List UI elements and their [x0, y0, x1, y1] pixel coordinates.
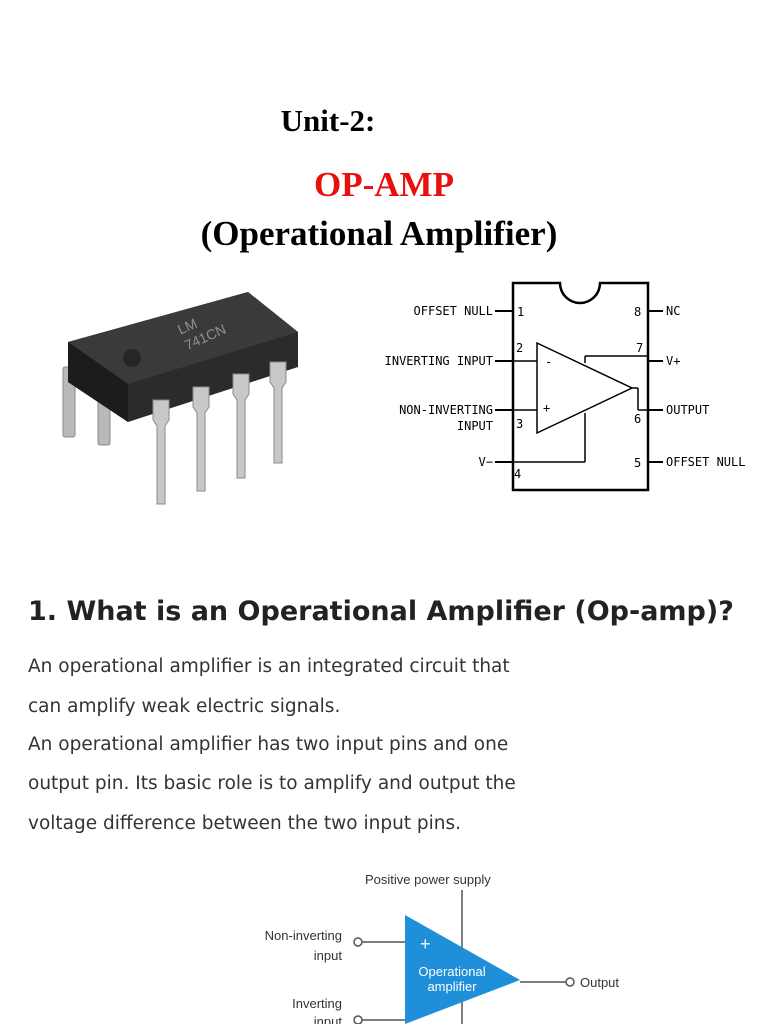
paragraph-line: output pin. Its basic role is to amplify…	[28, 773, 516, 794]
opamp-triangle	[536, 341, 634, 435]
pin-number: 3	[516, 417, 523, 431]
pin-label: OFFSET NULL	[666, 455, 745, 469]
output-label: Output	[580, 975, 619, 990]
topic-title: OP-AMP	[314, 165, 454, 204]
opamp-symbol-triangle	[405, 915, 520, 1024]
center-label: Operational	[418, 964, 485, 979]
input-terminal	[353, 937, 363, 947]
noninverting-label: Non-inverting	[265, 928, 342, 943]
pin-number: 5	[634, 456, 641, 470]
output-terminal	[565, 977, 575, 987]
chip-pin	[269, 361, 287, 464]
plus-sign: +	[420, 934, 431, 954]
chip-notch	[123, 349, 141, 367]
section-heading: 1. What is an Operational Amplifier (Op-…	[28, 596, 734, 627]
pin-number: 1	[517, 305, 524, 319]
pin-label: NON-INVERTING	[399, 403, 493, 417]
noninverting-label: input	[314, 948, 343, 963]
pin-label: OFFSET NULL	[414, 304, 493, 318]
pin-label: INVERTING INPUT	[385, 354, 493, 368]
opamp-symbol-diagram: Positive power supply Non-inverting inpu…	[265, 872, 619, 1024]
plus-sign: +	[543, 401, 550, 415]
inverting-label: Inverting	[292, 996, 342, 1011]
paragraph-line: voltage difference between the two input…	[28, 813, 462, 834]
pin-number: 6	[634, 412, 641, 426]
topic-subtitle: (Operational Amplifier)	[200, 214, 558, 253]
minus-sign: -	[545, 355, 552, 369]
unit-title: Unit-2:	[280, 103, 376, 138]
chip-pin	[152, 399, 170, 505]
center-label: amplifier	[427, 979, 477, 994]
inverting-label: input	[314, 1014, 343, 1024]
pinout-diagram: - + 1 2 3 4 5 6 7 8 OFFSET NULL INVERTIN…	[385, 281, 745, 492]
ic-chip-image: LM 741CN	[62, 292, 298, 505]
chip-pin	[192, 386, 210, 492]
pin-number: 2	[516, 341, 523, 355]
pin-label: INPUT	[457, 419, 493, 433]
paragraph-line: can amplify weak electric signals.	[28, 696, 341, 717]
positive-supply-label: Positive power supply	[365, 872, 491, 887]
input-terminal	[353, 1015, 363, 1024]
pin-label: NC	[666, 304, 680, 318]
pin-label: OUTPUT	[666, 403, 709, 417]
pin-number: 4	[514, 467, 521, 481]
pin-number: 7	[636, 341, 643, 355]
chip-pin	[232, 373, 250, 479]
package-outline	[511, 281, 650, 492]
pin-label: V+	[666, 354, 680, 368]
pin-label: V−	[479, 455, 493, 469]
paragraph-line: An operational amplifier has two input p…	[28, 734, 509, 755]
pin-number: 8	[634, 305, 641, 319]
chip-marking: LM	[175, 315, 199, 338]
minus-sign: −	[420, 1010, 431, 1024]
paragraph-line: An operational amplifier is an integrate…	[28, 656, 510, 677]
